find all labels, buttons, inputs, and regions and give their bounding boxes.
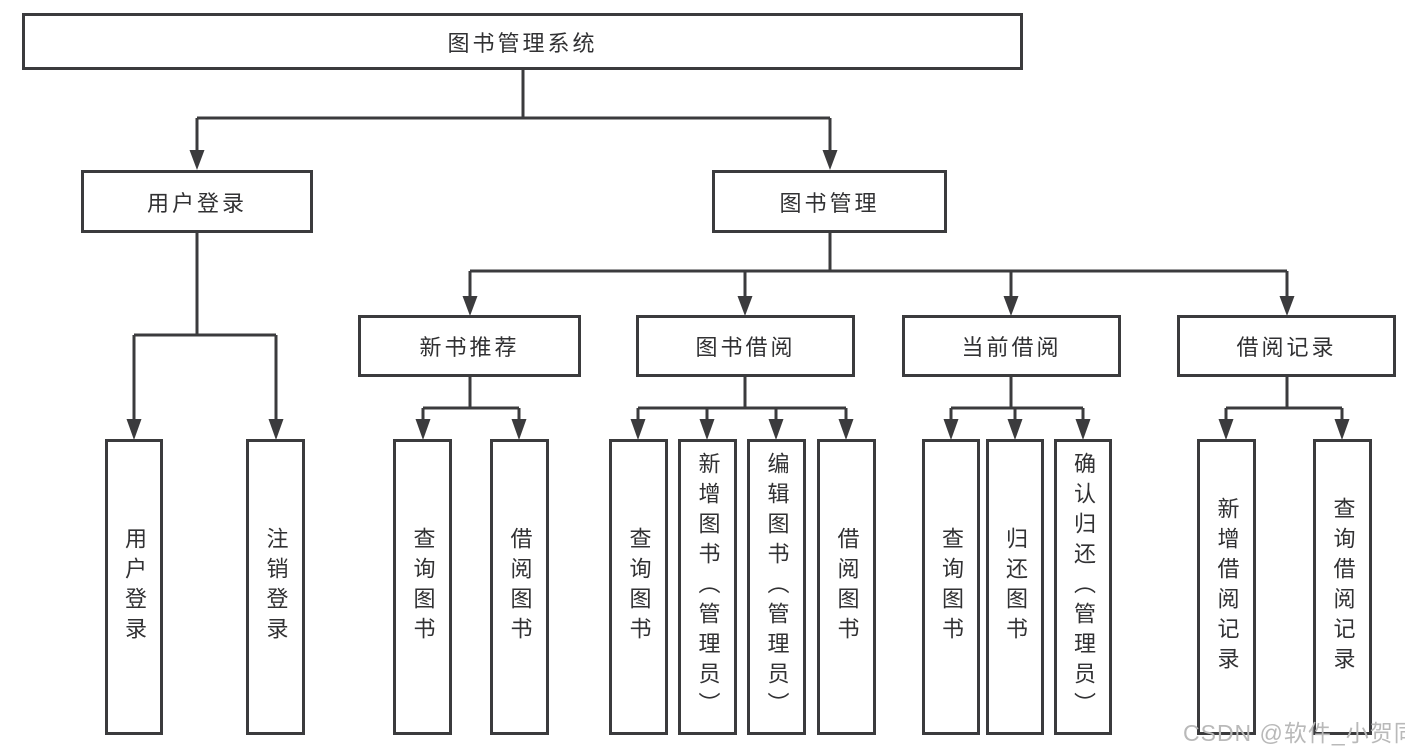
leaf-current-return-book: 归还图书 [986,439,1044,735]
leaf-current-query-book: 查询图书 [922,439,980,735]
connector-book-borrow-to-leaves [630,377,854,440]
node-user-login-label: 用户登录 [146,190,247,216]
leaf-borrow-add-book-admin: 新增图书（管理员） [678,439,737,735]
node-book-borrow: 图书借阅 [636,315,855,377]
node-book-management: 图书管理 [712,170,947,233]
leaf-current-confirm-return-admin: 确认归还（管理员） [1054,439,1112,735]
connector-borrow-record-to-leaves [1218,377,1350,440]
node-borrow-record-label: 借阅记录 [1236,335,1337,360]
connector-book-management-to-level3 [462,233,1295,316]
node-root-system-label: 图书管理系统 [447,30,598,56]
leaf-newrec-query-book: 查询图书 [393,439,452,735]
node-book-management-label: 图书管理 [779,190,880,216]
node-current-borrow: 当前借阅 [902,315,1121,377]
leaf-record-query-record: 查询借阅记录 [1313,439,1372,735]
connector-root-to-level2 [189,70,838,170]
leaf-newrec-borrow-book: 借阅图书 [490,439,549,735]
node-root-system: 图书管理系统 [22,13,1023,70]
connector-current-borrow-to-leaves [943,377,1091,440]
connector-user-login-to-leaves [126,233,284,440]
node-new-book-recommend-label: 新书推荐 [419,335,520,360]
connector-new-book-recommend-to-leaves [415,377,527,440]
node-user-login: 用户登录 [81,170,313,233]
node-borrow-record: 借阅记录 [1177,315,1396,377]
csdn-watermark: CSDN @软件_小贺同学 [1183,720,1405,746]
node-current-borrow-label: 当前借阅 [961,335,1062,360]
node-book-borrow-label: 图书借阅 [695,335,796,360]
leaf-logout: 注销登录 [246,439,305,735]
leaf-borrow-edit-book-admin: 编辑图书（管理员） [747,439,806,735]
leaf-user-login: 用户登录 [105,439,163,735]
leaf-record-add-record: 新增借阅记录 [1197,439,1256,735]
leaf-borrow-borrow-book: 借阅图书 [817,439,876,735]
node-new-book-recommend: 新书推荐 [358,315,581,377]
leaf-borrow-query-book: 查询图书 [609,439,668,735]
